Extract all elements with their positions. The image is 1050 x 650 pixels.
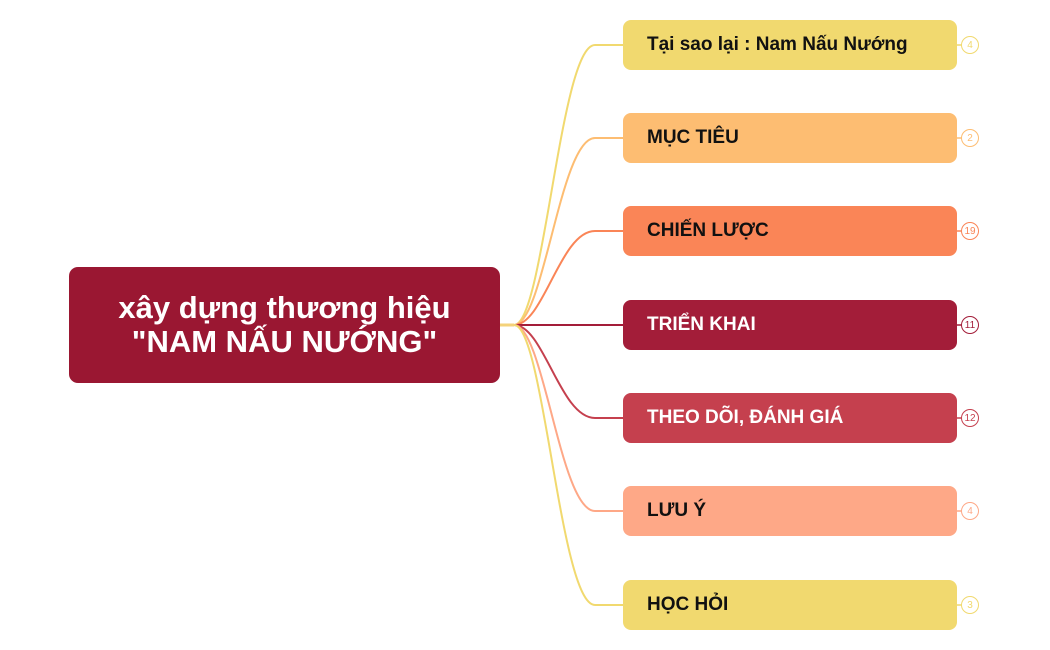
collapse-count-badge[interactable]: 12 [961, 409, 979, 427]
branch-label: HỌC HỎI [647, 594, 729, 615]
branch-label: LƯU Ý [647, 500, 707, 521]
branch-tai-sao[interactable]: Tại sao lại : Nam Nấu Nướng [623, 20, 957, 70]
branch-label: Tại sao lại : Nam Nấu Nướng [647, 34, 908, 55]
collapse-count-badge[interactable]: 3 [961, 596, 979, 614]
branch-trien-khai[interactable]: TRIỂN KHAI [623, 300, 957, 350]
root-topic[interactable]: xây dựng thương hiệu "NAM NẤU NƯỚNG" [69, 267, 500, 383]
branch-label: TRIỂN KHAI [647, 314, 756, 335]
branch-label: CHIẾN LƯỢC [647, 220, 769, 241]
branch-hoc-hoi[interactable]: HỌC HỎI [623, 580, 957, 630]
branch-chien-luoc[interactable]: CHIẾN LƯỢC [623, 206, 957, 256]
collapse-count-badge[interactable]: 19 [961, 222, 979, 240]
branch-label: THEO DÕI, ĐÁNH GIÁ [647, 407, 844, 428]
branch-luu-y[interactable]: LƯU Ý [623, 486, 957, 536]
branch-label: MỤC TIÊU [647, 127, 739, 148]
collapse-count-badge[interactable]: 4 [961, 36, 979, 54]
root-topic-label: xây dựng thương hiệu "NAM NẤU NƯỚNG" [118, 290, 451, 359]
branch-theo-doi[interactable]: THEO DÕI, ĐÁNH GIÁ [623, 393, 957, 443]
collapse-count-badge[interactable]: 2 [961, 129, 979, 147]
collapse-count-badge[interactable]: 4 [961, 502, 979, 520]
collapse-count-badge[interactable]: 11 [961, 316, 979, 334]
branch-muc-tieu[interactable]: MỤC TIÊU [623, 113, 957, 163]
